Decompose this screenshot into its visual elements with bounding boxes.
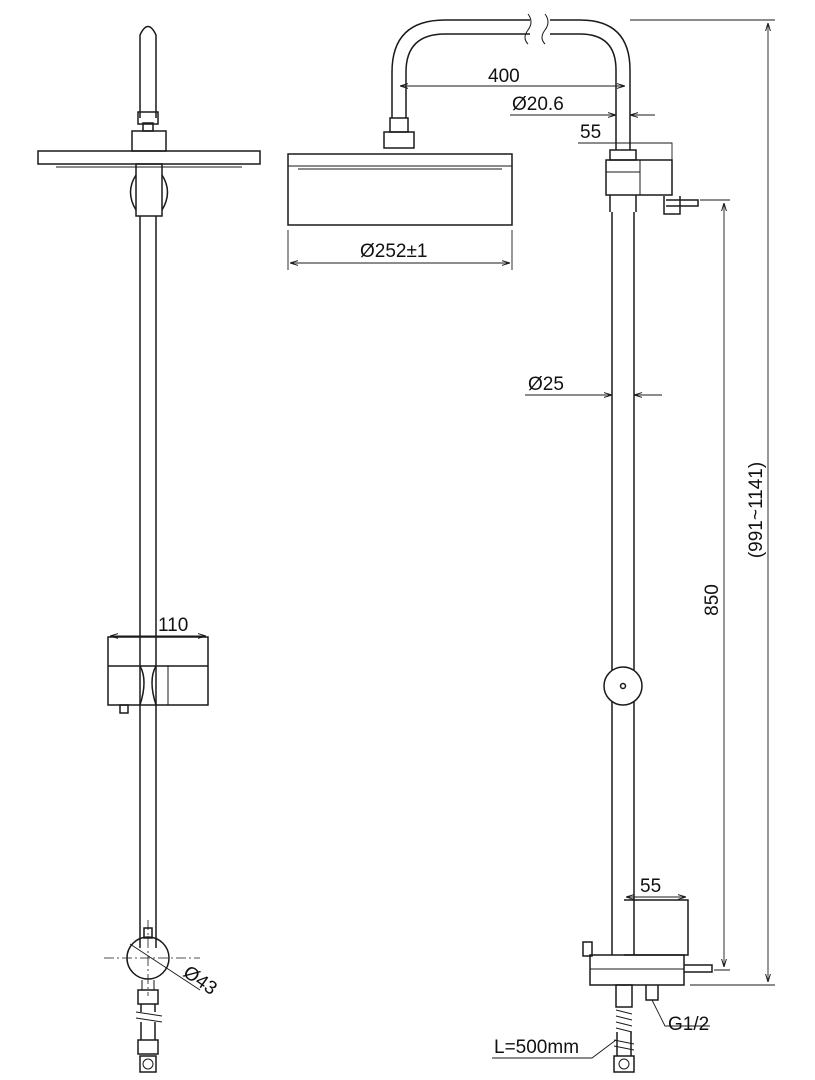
label-inlet-thread: G1/2 (668, 1014, 709, 1035)
label-hose-length: L=500mm (494, 1037, 579, 1058)
label-bracket-bottom: 55 (640, 876, 661, 897)
label-total-height: (991~1141) (746, 462, 767, 558)
label-head-offset: 110 (158, 615, 188, 636)
label-arm-diameter: Ø20.6 (512, 94, 564, 115)
label-bracket-spacing: 850 (702, 584, 723, 616)
label-head-diameter: Ø252±1 (360, 241, 427, 262)
label-pipe-diameter: Ø25 (528, 374, 564, 395)
label-bracket-top: 55 (580, 122, 601, 143)
label-mixer-diameter: Ø43 (179, 962, 220, 1000)
dimension-lines (110, 19, 775, 1059)
side-view (287, 13, 713, 1073)
label-arm-length: 400 (488, 66, 520, 87)
dimension-labels: 400 Ø20.6 55 Ø252±1 Ø25 110 55 850 (991~… (158, 66, 767, 1058)
front-view (37, 25, 261, 1073)
